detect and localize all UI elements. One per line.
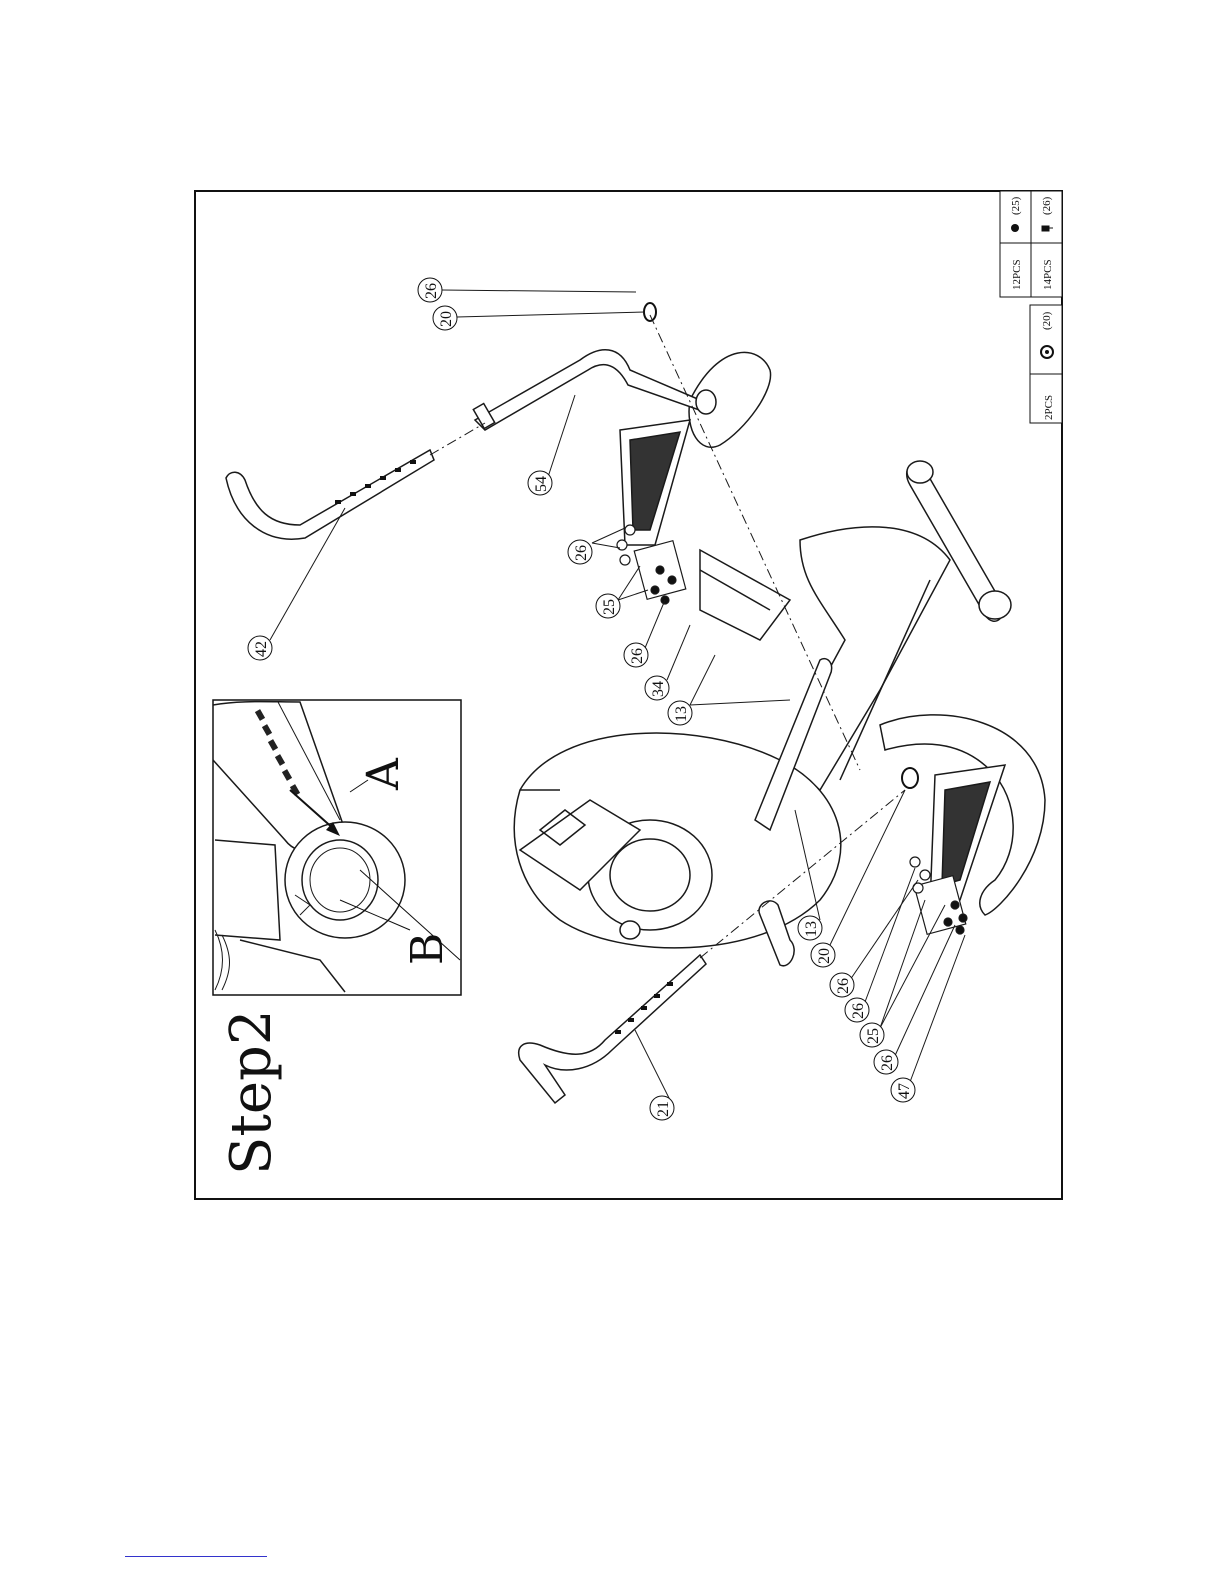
footer-link-underline[interactable] (125, 1556, 267, 1557)
svg-text:26: 26 (629, 648, 646, 664)
callout-26-lower-1: 26 (830, 973, 854, 997)
washer-icon (1041, 346, 1053, 358)
callout-26-lower-3: 26 (874, 1050, 898, 1074)
hw-part-25: (25) (1010, 196, 1022, 215)
detail-inset: A B (213, 700, 461, 995)
callout-42: 42 (248, 636, 272, 660)
callout-13-lower: 13 (798, 916, 822, 940)
detail-label-b: B (402, 933, 453, 965)
svg-text:26: 26 (835, 978, 852, 994)
svg-text:20: 20 (438, 311, 455, 327)
svg-text:26: 26 (879, 1055, 896, 1071)
callout-54: 54 (528, 471, 552, 495)
svg-text:47: 47 (896, 1083, 913, 1099)
hw-part-26: (26) (1041, 196, 1053, 215)
svg-text:13: 13 (673, 706, 690, 722)
washer-20-lower (902, 768, 918, 788)
svg-text:54: 54 (533, 476, 550, 492)
callout-20-lower: 20 (811, 943, 835, 967)
callout-25-upper: 25 (596, 594, 620, 618)
callout-34: 34 (645, 676, 669, 700)
callout-26-upper-mid: 26 (624, 643, 648, 667)
callout-25-lower: 25 (860, 1023, 884, 1047)
callout-20-top: 20 (433, 306, 457, 330)
callout-26-lower-2: 26 (845, 998, 869, 1022)
svg-text:26: 26 (850, 1003, 867, 1019)
hw-qty-25: 12PCS (1011, 259, 1023, 290)
svg-text:13: 13 (803, 921, 820, 937)
svg-text:25: 25 (601, 599, 618, 615)
callout-47: 47 (891, 1078, 915, 1102)
detail-label-a: A (358, 757, 409, 791)
svg-text:42: 42 (253, 641, 270, 657)
hw-part-20: (20) (1041, 311, 1053, 330)
svg-text:20: 20 (816, 948, 833, 964)
hw-qty-26: 14PCS (1042, 259, 1054, 290)
diagram-frame (195, 191, 1062, 1199)
svg-text:26: 26 (423, 283, 440, 299)
callout-13-upper: 13 (668, 701, 692, 725)
callout-21: 21 (650, 1096, 674, 1120)
svg-text:34: 34 (650, 681, 667, 697)
washer-20-top (644, 303, 656, 321)
svg-text:26: 26 (573, 545, 590, 561)
callout-26-top: 26 (418, 278, 442, 302)
svg-text:25: 25 (865, 1028, 882, 1044)
step-title: Step2 (219, 1010, 284, 1175)
nut-icon (1011, 224, 1019, 232)
callout-26-upper-left: 26 (568, 540, 592, 564)
hw-qty-20: 2PCS (1043, 395, 1055, 420)
svg-text:21: 21 (655, 1101, 672, 1117)
